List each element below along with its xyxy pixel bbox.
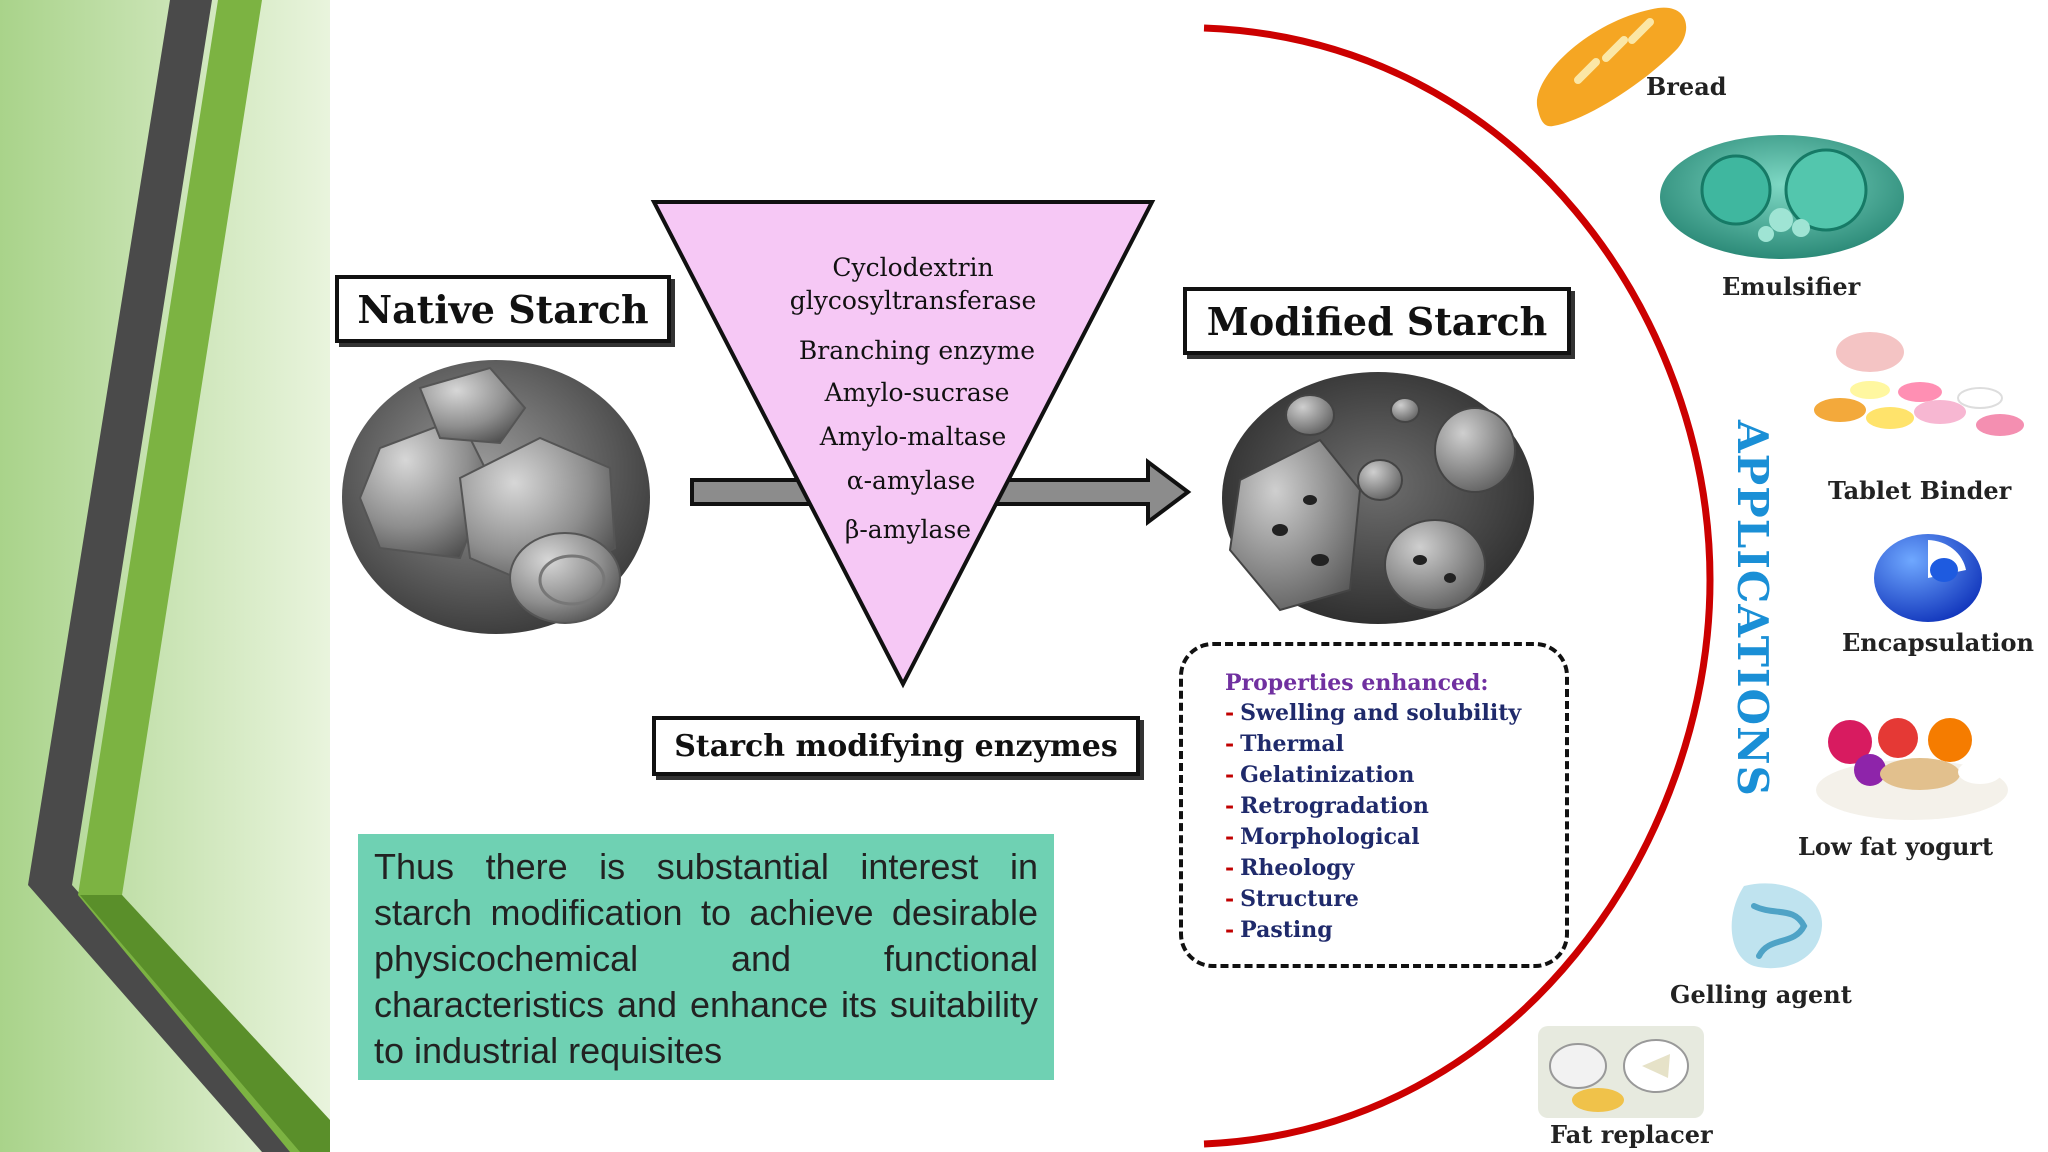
property-bullet: - (1225, 917, 1235, 943)
native-starch-title: Native Starch (357, 286, 649, 332)
enzyme-item: Branching enzyme (798, 336, 1036, 365)
property-bullet: - (1225, 700, 1235, 726)
application-label: Bread (1646, 72, 1727, 101)
enzyme-item: β-amylase (844, 515, 972, 544)
property-item: -Morphological (1225, 822, 1565, 853)
properties-box: Properties enhanced: -Swelling and solub… (1179, 642, 1569, 968)
property-item: -Swelling and solubility (1225, 698, 1565, 729)
property-item: -Thermal (1225, 729, 1565, 760)
enzyme-item: Cyclodextrin (832, 253, 994, 282)
application-label: Tablet Binder (1828, 476, 2012, 505)
native-starch-micrograph (342, 360, 650, 634)
application-label: Emulsifier (1722, 272, 1861, 301)
property-bullet: - (1225, 855, 1235, 881)
application-label: Encapsulation (1842, 628, 2034, 657)
tablets-icon (1814, 332, 2024, 436)
property-text: Rheology (1240, 855, 1355, 881)
properties-title: Properties enhanced: (1225, 670, 1489, 696)
decorative-sidebar (0, 0, 332, 1152)
enzyme-item: glycosyltransferase (789, 286, 1037, 315)
property-bullet: - (1225, 762, 1235, 788)
property-item: -Retrogradation (1225, 791, 1565, 822)
property-item: -Pasting (1225, 915, 1565, 946)
property-item: -Rheology (1225, 853, 1565, 884)
modified-starch-micrograph (1222, 372, 1534, 624)
modified-starch-title: Modified Starch (1206, 298, 1548, 344)
property-item: -Gelatinization (1225, 760, 1565, 791)
encapsulation-icon (1874, 534, 1982, 622)
property-bullet: - (1225, 824, 1235, 850)
conclusion-text: Thus there is substantial interest in st… (374, 846, 1038, 1071)
application-label: Gelling agent (1670, 980, 1852, 1009)
property-text: Retrogradation (1240, 793, 1429, 819)
property-text: Swelling and solubility (1240, 700, 1522, 726)
property-text: Morphological (1240, 824, 1420, 850)
bread-icon (1536, 7, 1687, 127)
property-item: -Structure (1225, 884, 1565, 915)
property-bullet: - (1225, 886, 1235, 912)
property-text: Structure (1240, 886, 1359, 912)
enzymes-caption-label: Starch modifying enzymes (652, 716, 1140, 776)
emulsifier-icon (1660, 135, 1904, 259)
property-bullet: - (1225, 793, 1235, 819)
properties-list: -Swelling and solubility-Thermal-Gelatin… (1225, 698, 1565, 946)
application-label: Fat replacer (1550, 1120, 1713, 1149)
modified-starch-label: Modified Starch (1183, 287, 1571, 355)
applications-title: APPLICATIONS (1728, 420, 1777, 797)
fat-replacer-icon (1538, 1026, 1704, 1118)
yogurt-icon (1816, 718, 2008, 820)
native-starch-label: Native Starch (335, 275, 671, 343)
enzyme-item: α-amylase (846, 466, 976, 495)
application-label: Low fat yogurt (1798, 832, 1994, 861)
property-text: Gelatinization (1240, 762, 1415, 788)
green-stripe (78, 0, 330, 1152)
property-text: Thermal (1240, 731, 1344, 757)
enzyme-triangle (650, 200, 1156, 689)
enzyme-item: Amylo-maltase (819, 422, 1007, 451)
property-text: Pasting (1240, 917, 1333, 943)
gel-icon (1731, 883, 1823, 969)
dark-stripe (28, 0, 310, 1152)
applications-arc (1203, 24, 1714, 1148)
conclusion-callout: Thus there is substantial interest in st… (358, 834, 1054, 1080)
enzymes-caption: Starch modifying enzymes (674, 728, 1118, 764)
property-bullet: - (1225, 731, 1235, 757)
enzyme-item: Amylo-sucrase (824, 378, 1010, 407)
